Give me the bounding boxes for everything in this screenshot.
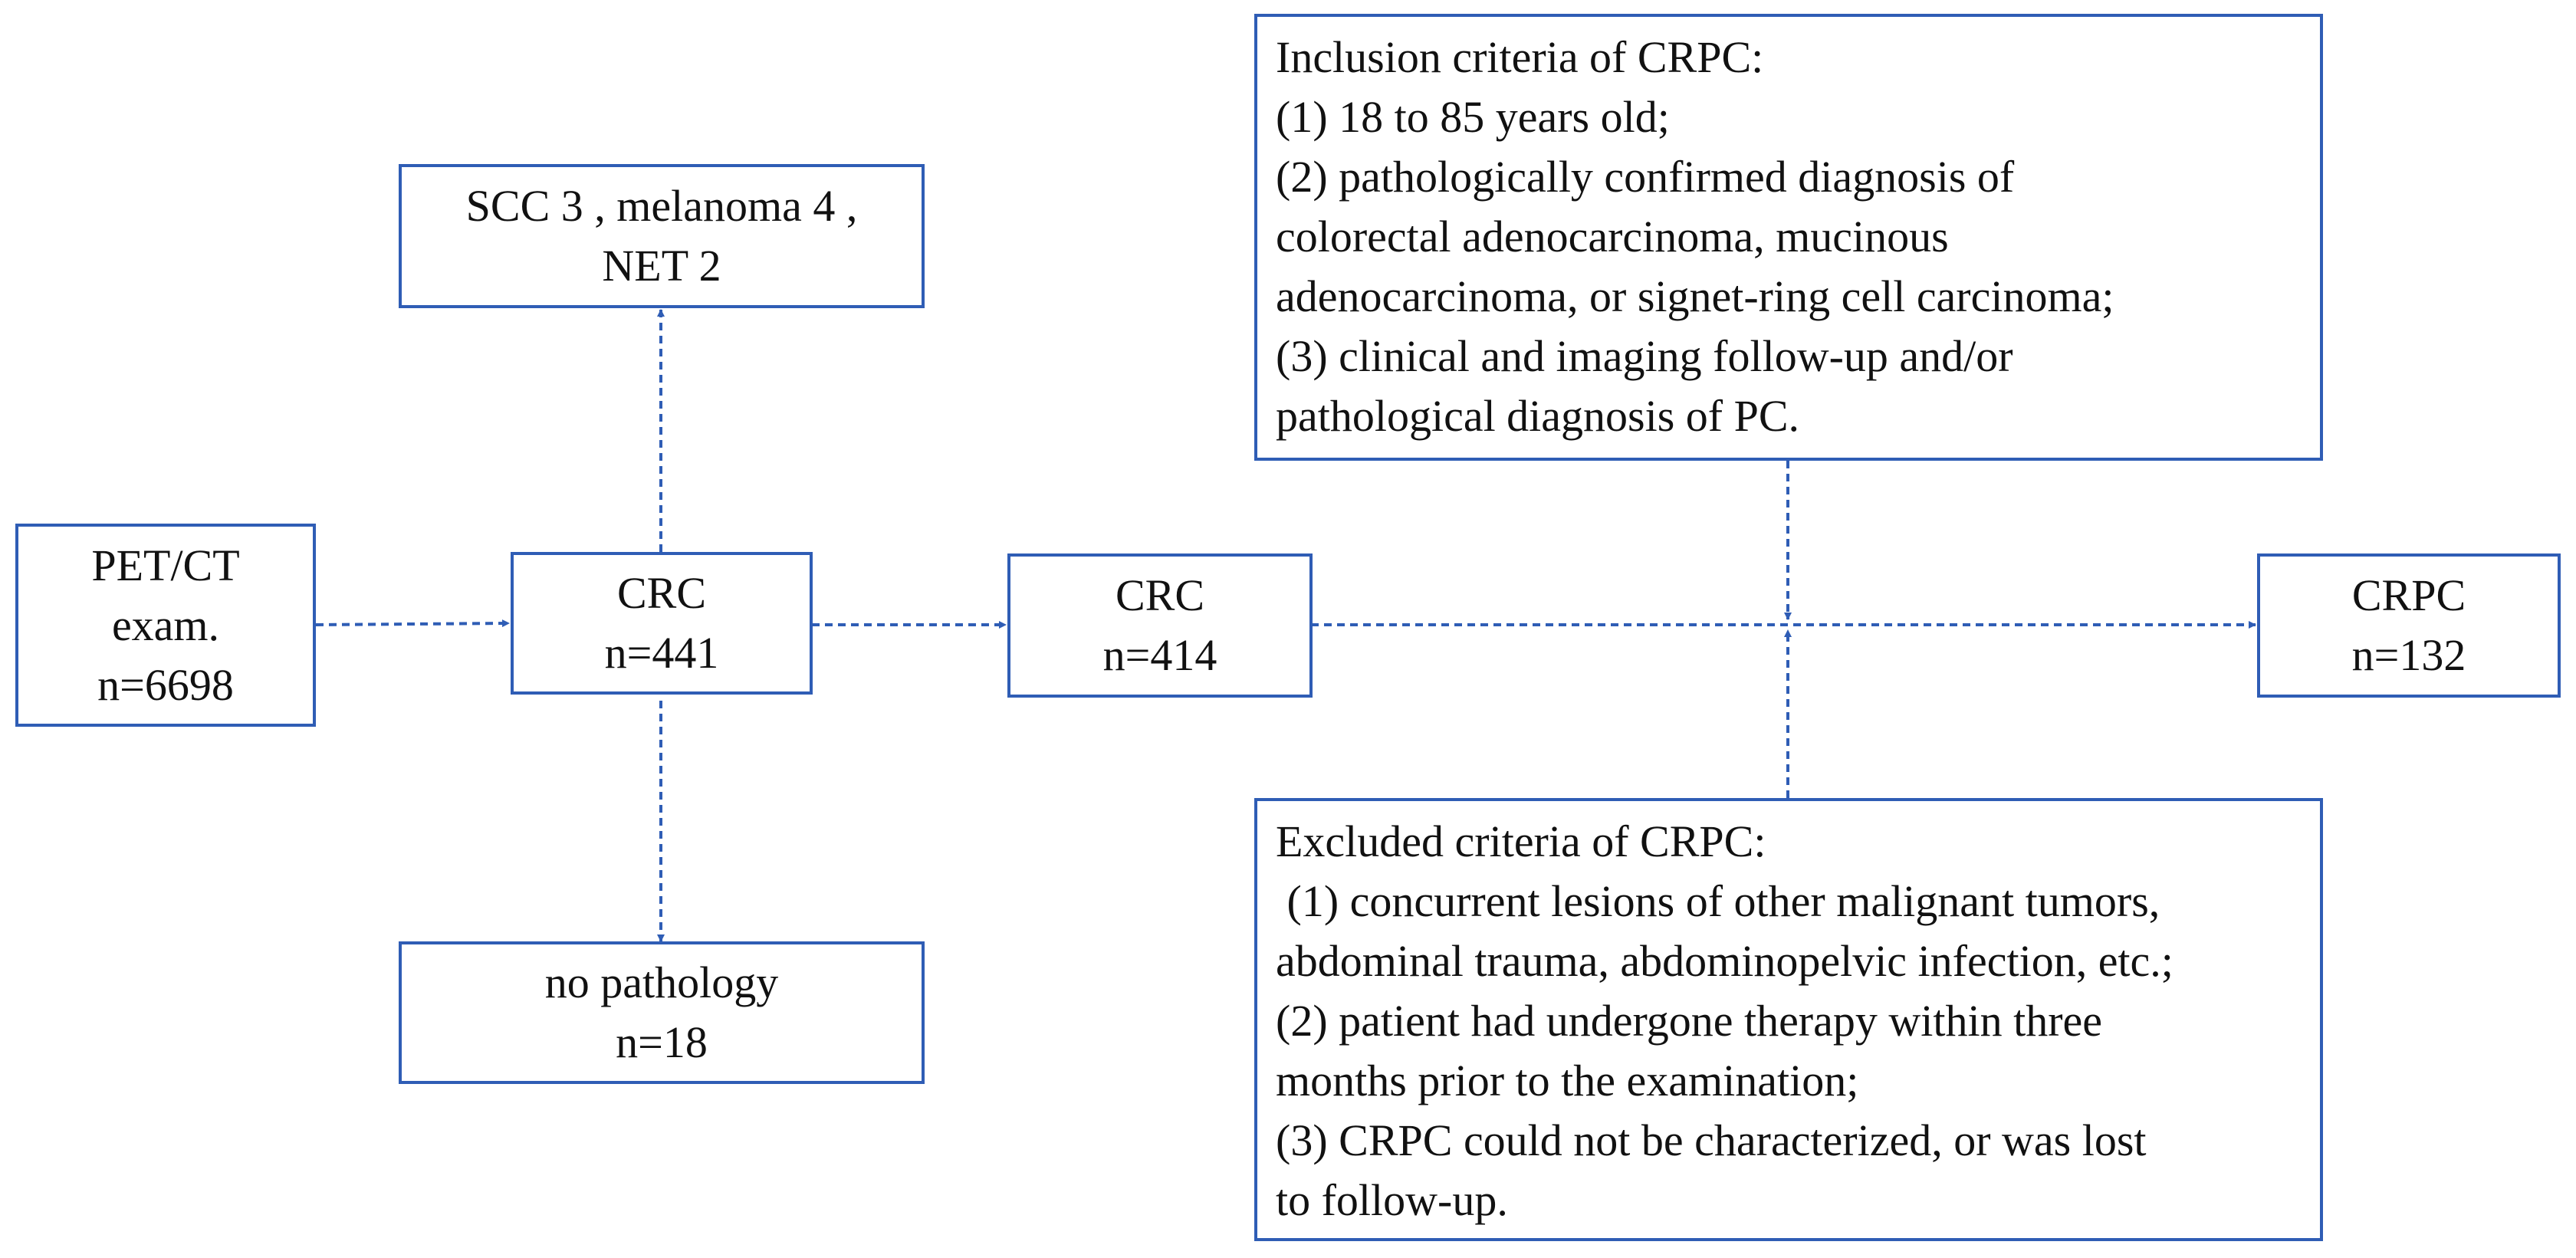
arrow-pet-to-crc441 [315,619,510,628]
crc-441-box: CRC n=441 [511,552,813,695]
crc-441-count: n=441 [604,628,719,678]
inclusion-line-6: pathological diagnosis of PC. [1276,391,1800,441]
crc-441-label: CRC [616,568,707,618]
excluded-histology-line-2: NET 2 [602,241,721,291]
crpc-count: n=132 [2351,630,2466,680]
exclusion-line-4: months prior to the examination; [1276,1056,1859,1105]
pet-count: n=6698 [97,659,234,710]
crc-414-box: CRC n=414 [1007,553,1313,698]
inclusion-title: Inclusion criteria of CRPC: [1276,32,1764,82]
no-pathology-box: no pathology n=18 [399,941,925,1084]
exclusion-line-2: abdominal trauma, abdominopelvic infecti… [1276,936,2174,986]
crc-414-label: CRC [1115,570,1205,620]
inclusion-line-2: (2) pathologically confirmed diagnosis o… [1276,152,2015,202]
crpc-label: CRPC [2351,570,2466,620]
crpc-132-box: CRPC n=132 [2257,553,2561,698]
inclusion-criteria-box: Inclusion criteria of CRPC: (1) 18 to 85… [1254,14,2323,461]
no-pathology-count: n=18 [616,1017,708,1067]
inclusion-line-5: (3) clinical and imaging follow-up and/o… [1276,331,2013,381]
exclusion-line-5: (3) CRPC could not be characterized, or … [1276,1115,2147,1165]
inclusion-line-3: colorectal adenocarcinoma, mucinous [1276,212,1949,261]
exclusion-line-3: (2) patient had undergone therapy within… [1276,996,2103,1046]
excluded-histology-box: SCC 3 , melanoma 4 , NET 2 [399,164,925,308]
inclusion-line-1: (1) 18 to 85 years old; [1276,92,1670,142]
excluded-histology-line-1: SCC 3 , melanoma 4 , [465,181,858,231]
exclusion-criteria-box: Excluded criteria of CRPC: (1) concurren… [1254,798,2323,1241]
exclusion-title: Excluded criteria of CRPC: [1276,816,1766,866]
exclusion-line-1: (1) concurrent lesions of other malignan… [1276,876,2160,926]
exam-label: exam. [111,599,220,650]
inclusion-line-4: adenocarcinoma, or signet-ring cell carc… [1276,271,2114,321]
pet-ct-exam-box: PET/CT exam. n=6698 [15,524,316,727]
crc-414-count: n=414 [1102,630,1217,680]
exclusion-line-6: to follow-up. [1276,1175,1508,1225]
no-pathology-label: no pathology [544,957,779,1007]
pet-ct-label: PET/CT [91,540,240,590]
